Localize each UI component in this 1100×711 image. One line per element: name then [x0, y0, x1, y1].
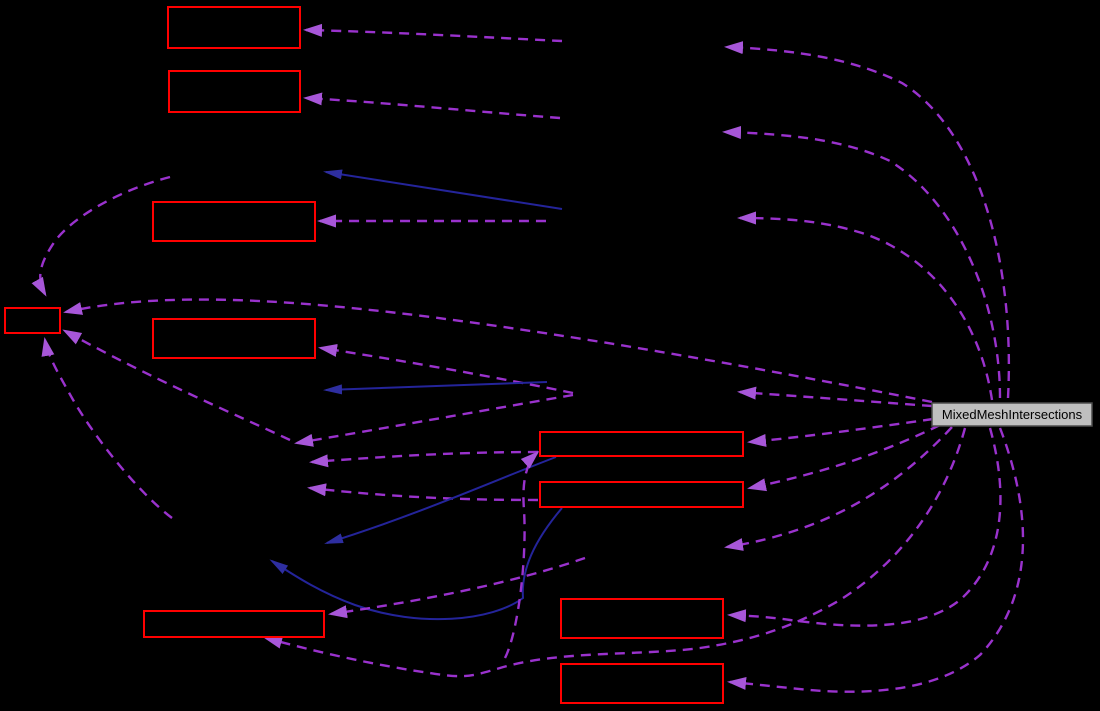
edge-central-arc-top-1	[724, 41, 1011, 399]
edge-central-to-br-1	[727, 427, 1002, 627]
edge-boxa-to-mid-target	[309, 450, 539, 468]
class-box-mid-left[interactable]	[152, 318, 316, 359]
edge-fan-to-mid-target-1	[294, 393, 574, 447]
edge-central-arc-top-3	[737, 211, 994, 401]
edge-inherit-low-b	[269, 507, 563, 621]
class-box-bottom-r2[interactable]	[560, 663, 724, 704]
central-node-box	[931, 402, 1093, 427]
nodes-layer	[4, 6, 744, 704]
edge-central-to-box-b	[747, 423, 941, 492]
edge-arc-left-to-small	[41, 337, 173, 519]
edge-central-arc-top-2	[722, 125, 1002, 399]
edge-to-top-box-1	[303, 23, 563, 43]
class-box-upper-left[interactable]	[152, 201, 316, 242]
edge-arc-to-small-top	[31, 175, 171, 297]
class-box-center-a[interactable]	[539, 431, 744, 457]
edge-inherit-upper	[323, 169, 563, 210]
edge-sweep-to-bottom-left	[263, 427, 967, 678]
central-node-layer: MixedMeshIntersections	[931, 402, 1093, 427]
central-node-label: MixedMeshIntersections	[942, 407, 1083, 422]
edge-to-top-box-2	[303, 92, 561, 120]
edges-layer	[31, 23, 1025, 693]
class-box-center-b[interactable]	[539, 481, 744, 508]
edge-diag-to-small	[62, 329, 291, 442]
edge-inherit-middle	[323, 381, 548, 395]
edge-central-to-lower	[724, 426, 953, 551]
edge-to-mid-left-box	[318, 343, 574, 395]
edge-vertical-s-curve	[503, 450, 540, 659]
class-box-top-1[interactable]	[167, 6, 301, 49]
edge-central-to-box-a	[747, 417, 934, 447]
class-box-bottom-left[interactable]	[143, 610, 325, 638]
edge-central-to-br-2	[727, 427, 1025, 693]
edge-to-bottom-left-box	[328, 556, 586, 619]
class-box-top-2[interactable]	[168, 70, 301, 113]
edge-central-to-left-1	[737, 386, 933, 408]
edge-central-to-small	[63, 298, 933, 404]
class-box-small-left[interactable]	[4, 307, 61, 334]
class-box-bottom-r1[interactable]	[560, 598, 724, 639]
